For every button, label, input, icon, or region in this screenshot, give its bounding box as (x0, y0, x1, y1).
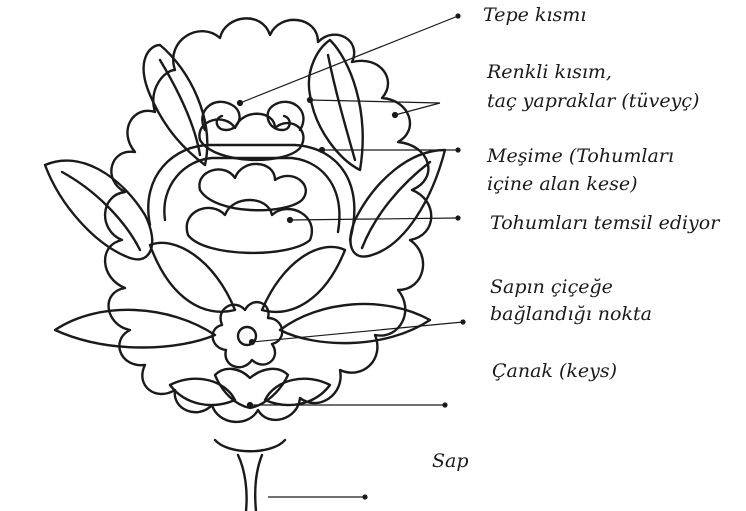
label-sap: Sap (432, 450, 469, 472)
leader-dot (250, 340, 255, 345)
top-cloud (199, 114, 303, 160)
leader-tohum (290, 218, 458, 220)
stem-base-curve (215, 440, 285, 451)
outer-cloud-outline (105, 18, 431, 422)
leader-renkli-a (310, 100, 440, 103)
leader-dot (456, 14, 460, 18)
label-tohum: Tohumları temsil ediyor (490, 212, 721, 234)
leader-dot (308, 98, 313, 103)
label-canak: Çanak (keys) (492, 360, 617, 382)
label-mesime-1: Meşime (Tohumları (486, 145, 674, 167)
left-wide-leaf (55, 310, 215, 348)
leader-dot (456, 216, 460, 220)
leader-dot (443, 403, 447, 407)
mesime-sac-inner (164, 158, 339, 232)
label-renkli-1: Renkli kısım, (486, 61, 612, 83)
leader-dot (393, 113, 398, 118)
left-lower-petal (150, 243, 235, 312)
leader-dot (363, 495, 367, 499)
calyx-right-leaf (265, 379, 330, 405)
stem (238, 455, 262, 511)
leader-dot (238, 101, 243, 106)
leader-dot (248, 403, 253, 408)
right-lower-petal (262, 247, 345, 312)
left-outer-petal-vein (62, 172, 140, 250)
label-renkli-2: taç yapraklar (tüveyç) (487, 90, 699, 112)
leader-dot (456, 148, 460, 152)
label-sap-nokta-1: Sapın çiçeğe (490, 276, 613, 298)
label-mesime-2: içine alan kese) (487, 173, 638, 195)
leader-dot (288, 218, 293, 223)
label-sap-nokta-2: bağlandığı nokta (490, 303, 652, 325)
seed-cloud-lower (187, 200, 312, 253)
seed-cloud-upper (199, 164, 305, 210)
leader-dot (461, 320, 465, 324)
leader-dot (320, 148, 325, 153)
label-tepe: Tepe kısmı (483, 4, 586, 26)
